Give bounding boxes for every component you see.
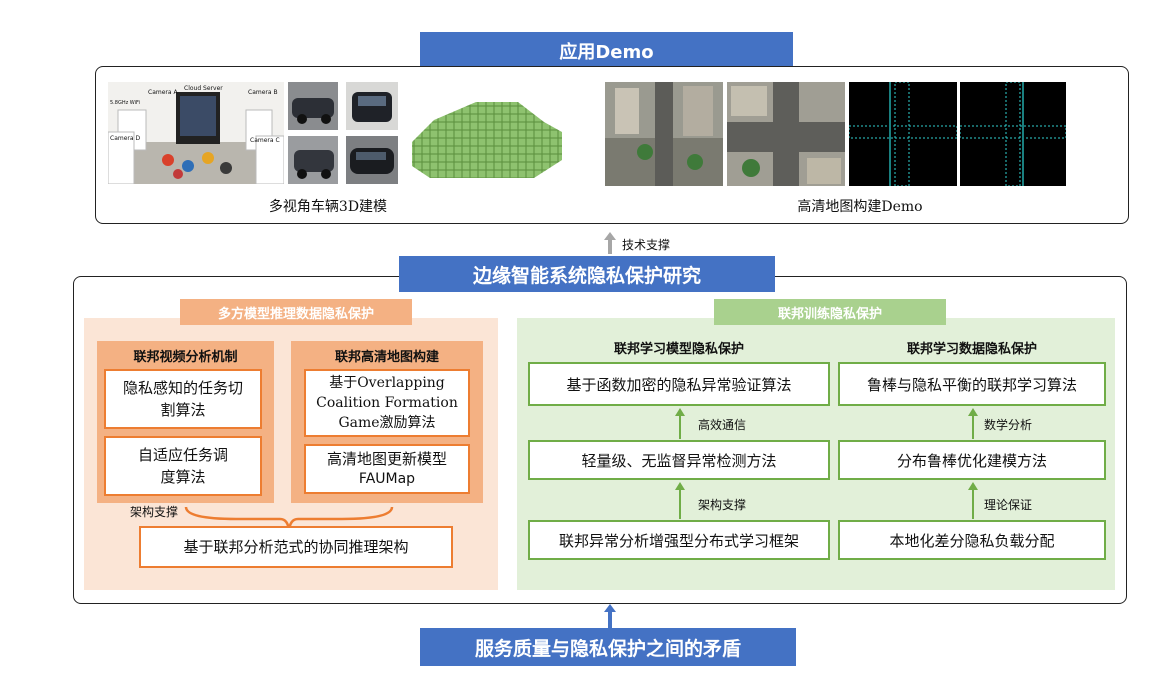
demo-title: 应用Demo	[559, 42, 654, 63]
conflict-title-bar: 服务质量与隐私保护之间的矛盾	[420, 628, 796, 666]
arrow-up-icon	[968, 482, 978, 490]
camera-d-label: Camera D	[110, 135, 140, 142]
camera-b-label: Camera B	[248, 89, 278, 96]
robust-fl-algorithm-box: 鲁棒与隐私平衡的联邦学习算法	[838, 362, 1106, 406]
research-title: 边缘智能系统隐私保护研究	[472, 264, 701, 287]
arrow-shaft	[679, 415, 681, 439]
brace-label: 架构支撑	[130, 505, 179, 519]
model-privacy-title: 联邦学习模型隐私保护	[613, 342, 744, 357]
arrow-shaft	[972, 489, 974, 519]
voxel-car-model	[406, 82, 566, 186]
task-schedule-algorithm-box: 自适应任务调度算法	[104, 436, 262, 496]
incentive-algorithm-box: 基于Overlapping Coalition Formation Game激励…	[304, 369, 470, 437]
inference-privacy-header: 多方模型推理数据隐私保护	[180, 299, 412, 325]
demo-title-bar: 应用Demo	[420, 32, 793, 70]
demo-right-caption: 高清地图构建Demo	[797, 199, 923, 215]
hd-map-title: 联邦高清地图构建	[334, 350, 439, 365]
functional-encryption-box: 基于函数加密的隐私异常验证算法	[528, 362, 830, 406]
video-analysis-title: 联邦视频分析机制	[133, 350, 238, 365]
city-view-2	[727, 82, 845, 186]
car-photo-1	[288, 82, 338, 130]
faumap-box: 高清地图更新模型 FAUMap	[304, 444, 470, 494]
camera-a-label: Camera A	[148, 89, 178, 96]
arrow-up-icon	[968, 408, 978, 416]
arrow-up-icon	[675, 408, 685, 416]
anomaly-detection-box: 轻量级、无监督异常检测方法	[528, 440, 830, 480]
collaborative-inference-box: 基于联邦分析范式的协同推理架构	[139, 526, 453, 568]
arrow-up-icon	[675, 482, 685, 490]
ldp-allocation-box: 本地化差分隐私负载分配	[838, 520, 1106, 560]
car-photo-3	[288, 136, 338, 184]
camera-c-label: Camera C	[250, 137, 280, 144]
up-arrow-icon	[604, 232, 616, 254]
arch-support-label: 架构支撑	[698, 498, 747, 512]
training-privacy-header: 联邦训练隐私保护	[714, 299, 946, 325]
lab-setup-photo: Cloud Server Camera A Camera B Camera C …	[108, 82, 284, 184]
data-privacy-title: 联邦学习数据隐私保护	[906, 342, 1037, 357]
bottom-up-arrow-icon	[604, 604, 616, 628]
dro-modeling-box: 分布鲁棒优化建模方法	[838, 440, 1106, 480]
research-title-bar: 边缘智能系统隐私保护研究	[399, 256, 775, 292]
arrow-shaft	[679, 489, 681, 519]
task-split-algorithm-box: 隐私感知的任务切割算法	[104, 369, 262, 429]
car-photo-4	[346, 136, 398, 184]
city-view-1	[605, 82, 723, 186]
wifi-label: 5.8GHz WiFi	[110, 100, 140, 106]
lidar-map-2	[960, 82, 1066, 186]
lidar-map-1	[849, 82, 957, 186]
theory-guarantee-label: 理论保证	[984, 498, 1033, 512]
efficient-comm-label: 高效通信	[698, 418, 747, 432]
car-photo-2	[346, 82, 398, 130]
math-analysis-label: 数学分析	[984, 418, 1033, 432]
conflict-title: 服务质量与隐私保护之间的矛盾	[474, 637, 741, 660]
distributed-framework-box: 联邦异常分析增强型分布式学习框架	[528, 520, 830, 560]
arrow-shaft	[972, 415, 974, 439]
cloud-label: Cloud Server	[184, 85, 223, 92]
demo-left-caption: 多视角车辆3D建模	[268, 199, 388, 215]
tech-support-label: 技术支撑	[622, 238, 671, 252]
